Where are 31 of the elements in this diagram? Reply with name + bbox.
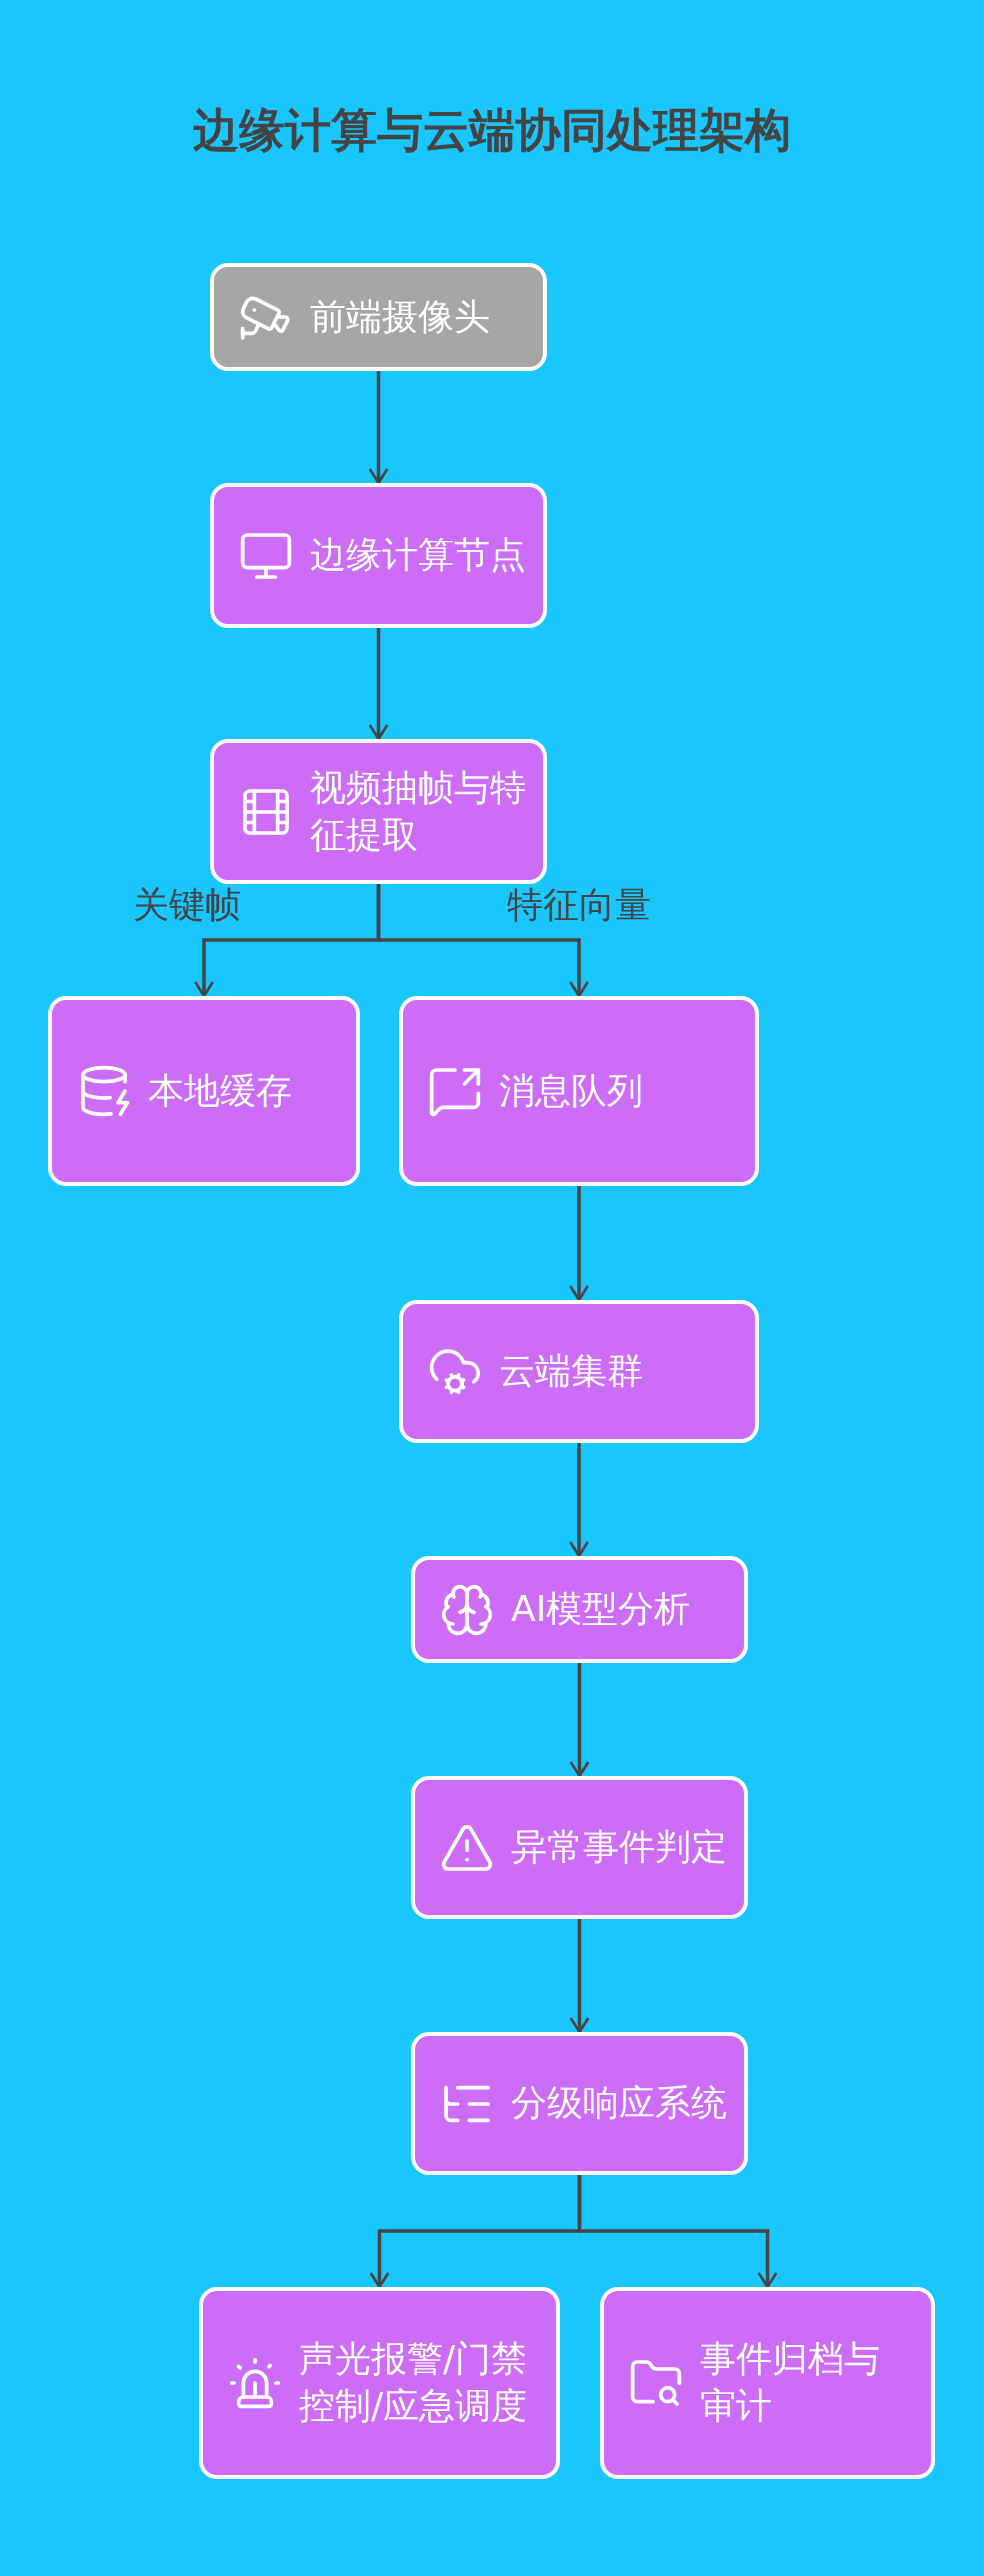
process-box xyxy=(411,1556,748,1663)
process-box xyxy=(399,1300,759,1443)
box-label: 前端摄像头 xyxy=(310,294,490,339)
process-box xyxy=(199,2287,560,2479)
diagram-title: 边缘计算与云端协同处理架构 xyxy=(192,102,792,159)
box-label: 本地缓存 xyxy=(148,1068,292,1113)
process-box xyxy=(600,2287,935,2479)
box-label: AI模型分析 xyxy=(511,1587,691,1632)
arrow xyxy=(577,2175,778,2289)
process-box xyxy=(411,1776,748,1919)
arrow xyxy=(376,884,590,998)
process-box xyxy=(210,483,547,628)
arrow xyxy=(569,1663,590,1778)
process-box xyxy=(210,263,547,371)
arrow xyxy=(569,1919,590,2034)
arrow xyxy=(568,1186,590,1302)
box-label: 云端集群 xyxy=(499,1349,643,1394)
box-label: 声光报警/门禁控制/应急调度 xyxy=(299,2337,529,2428)
box-label: 异常事件判定 xyxy=(511,1825,727,1870)
process-box xyxy=(411,2032,748,2175)
box-label: 事件归档与审计 xyxy=(700,2337,881,2428)
box-label: 分级响应系统 xyxy=(511,2081,727,2126)
process-box xyxy=(210,739,547,884)
arrow xyxy=(568,1443,590,1558)
arrow xyxy=(368,628,389,741)
process-box xyxy=(48,996,360,1186)
box-label: 边缘计算节点 xyxy=(310,533,526,578)
arrow xyxy=(368,371,389,485)
box-label: 视频抽帧与特征提取 xyxy=(310,765,527,857)
box-label: 消息队列 xyxy=(499,1068,643,1113)
process-box xyxy=(399,996,759,1186)
